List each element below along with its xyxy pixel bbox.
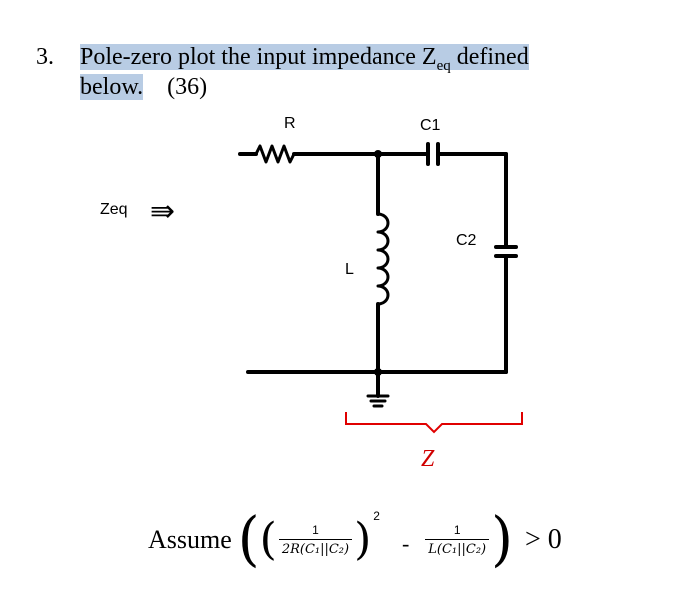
fraction-1-denominator: 2R(C₁||C₂) [278,539,353,557]
question-line-1: Pole-zero plot the input impedance Zeq d… [80,43,529,80]
zeq-subscript: eq [436,58,451,74]
question-points: (36) [167,74,208,100]
inner-paren-open: ( [259,514,277,565]
resistor-r [254,144,296,164]
assumption-row: Assume ( ( 1 2R(C₁||C₂) ) 2 - 1 L(C₁||C₂… [148,505,562,575]
inner-paren-close: ) [354,514,372,565]
junction-bottom [374,368,382,376]
question-text: Pole-zero plot the input impedance Z [80,44,437,70]
c1-label: C1 [420,117,441,134]
fraction-1: 1 2R(C₁||C₂) [278,523,353,557]
c2-label: C2 [456,232,477,249]
question-number: 3. [36,44,54,70]
outer-paren-open: ( [237,505,260,574]
fraction-1-numerator: 1 [312,523,319,537]
question-text-below: below. [80,74,144,100]
comparison: > 0 [525,524,562,555]
question-line-2: below. (36) [80,73,207,101]
assume-word: Assume [148,525,232,554]
fraction-2-numerator: 1 [453,523,461,537]
exponent: 2 [373,509,380,523]
z-brace [345,412,523,434]
fraction-2-denominator: L(C₁||C₂) [425,539,490,557]
minus-sign: - [401,531,410,556]
junction-top [374,150,382,158]
l-label: L [345,261,354,278]
fraction-2: 1 L(C₁||C₂) [425,523,490,557]
input-arrow-icon: ⇛ [150,194,175,229]
zeq-label: Zeq [100,201,128,218]
outer-paren-close: ) [491,505,513,574]
r-label: R [284,115,296,132]
z-label: Z [421,446,435,472]
question-text-defined: defined [450,44,529,70]
inductor-l [376,212,390,306]
question-text-highlight: Pole-zero plot the input impedance Zeq d… [80,44,529,74]
